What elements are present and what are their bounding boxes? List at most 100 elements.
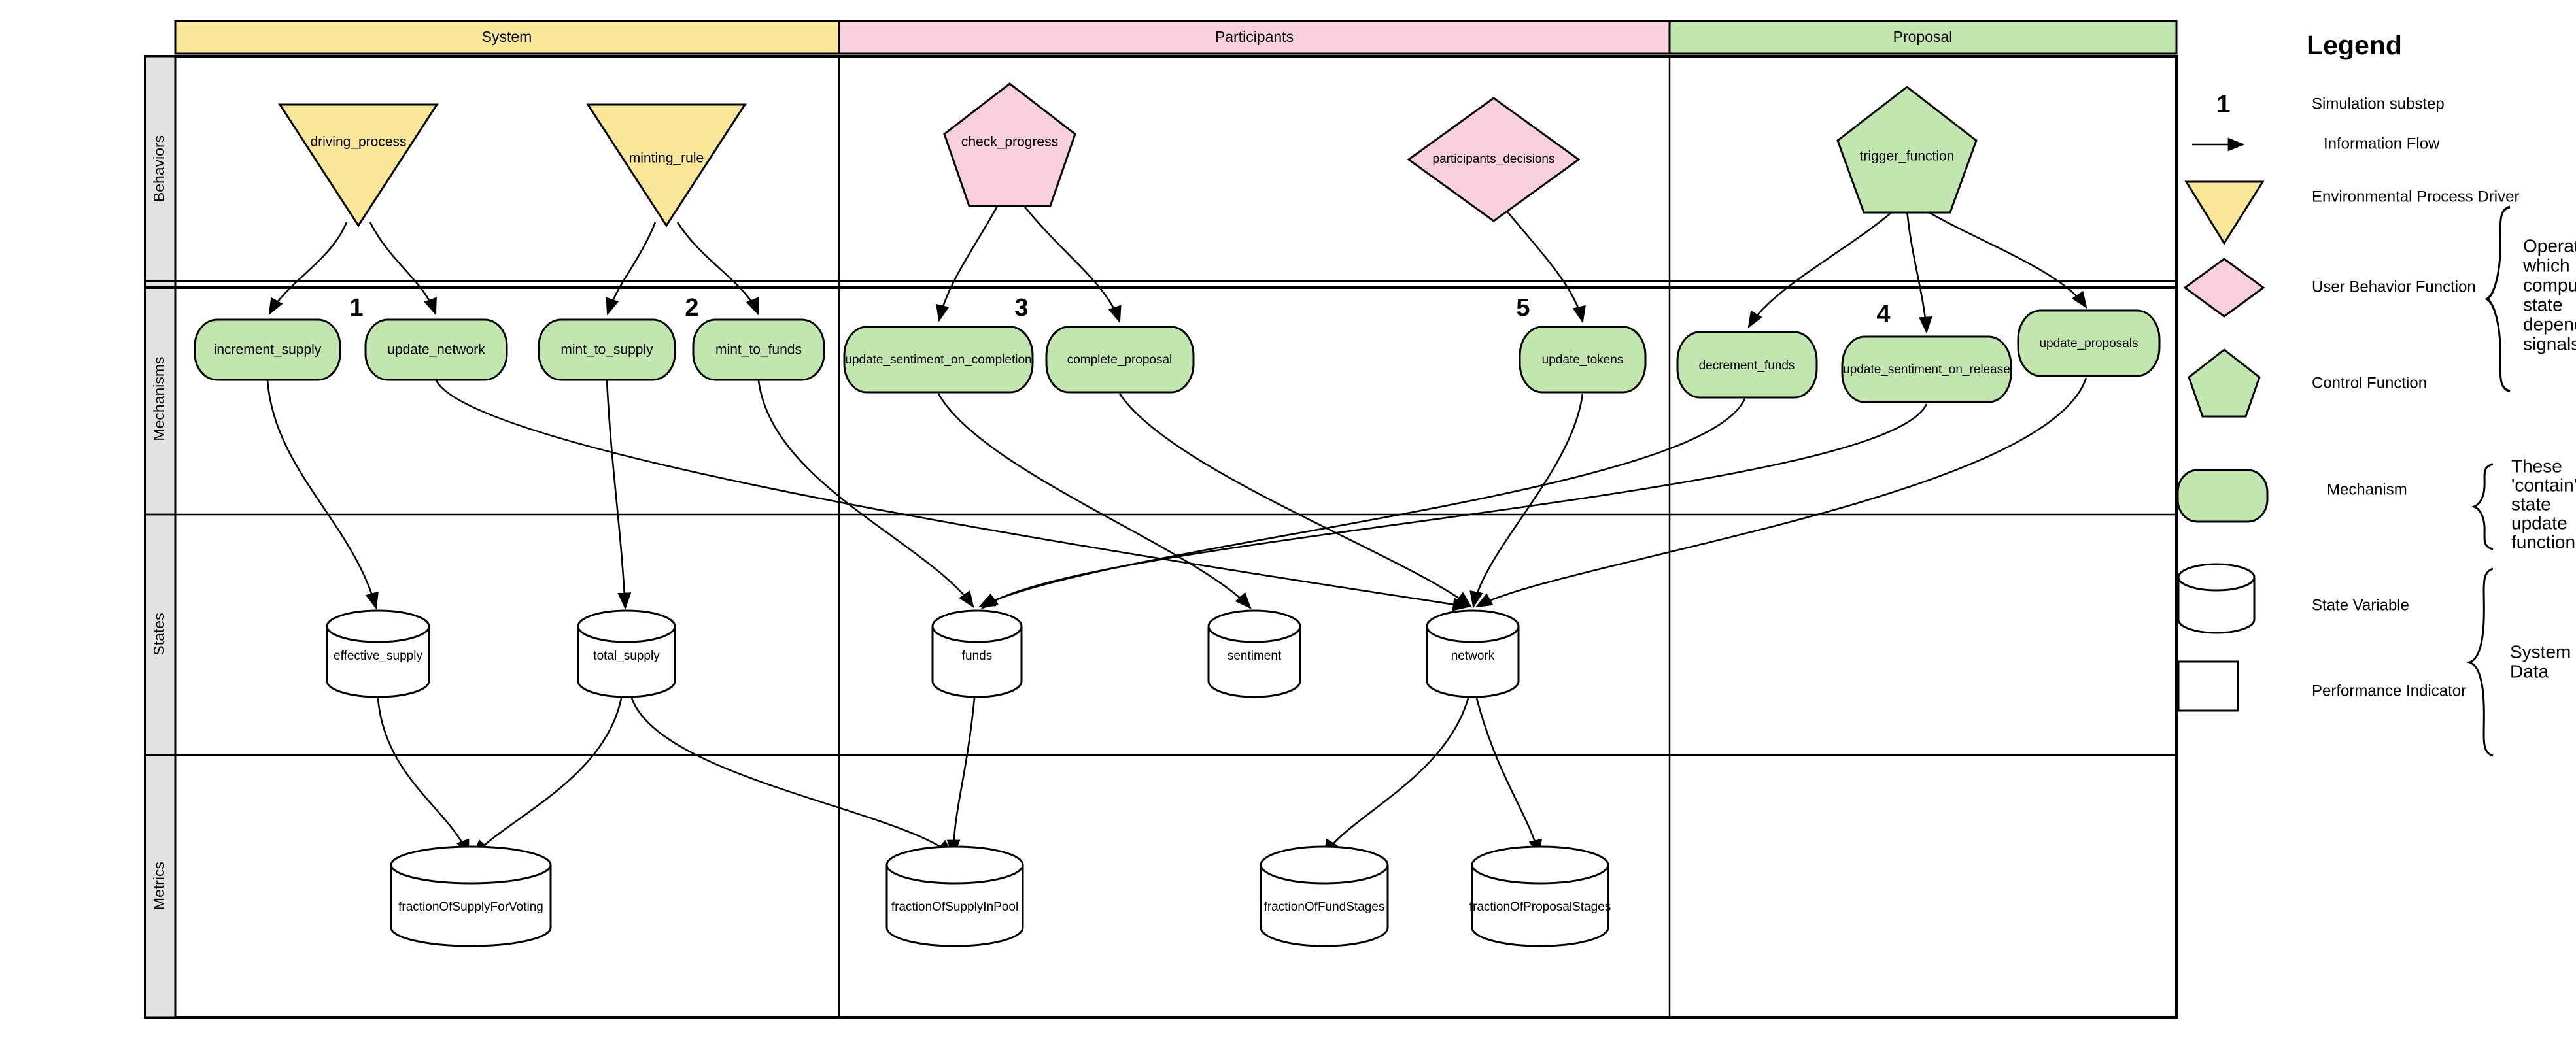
metric-nodes: fractionOfSupplyForVoting fractionOfSupp…: [390, 845, 1611, 947]
edge-trigger_function-update_sentiment_on_release: [1906, 209, 1932, 334]
node-update_sentiment_on_completion[interactable]: update_sentiment_on_completion: [843, 326, 1034, 394]
cylinder-icon: [390, 845, 552, 947]
node-check_progress[interactable]: check_progress: [943, 82, 1076, 207]
legend-label-control-function: Control Function: [2312, 374, 2427, 392]
legend-note-operators-line-5: signals: [2523, 333, 2576, 354]
legend: Legend 1 Simulation substep Information …: [2176, 30, 2576, 757]
node-fractionOfFundStages[interactable]: fractionOfFundStages: [1260, 845, 1389, 947]
node-fractionOfSupplyInPool[interactable]: fractionOfSupplyInPool: [885, 845, 1024, 947]
node-update_proposals[interactable]: update_proposals: [2017, 309, 2161, 377]
swimlane-headers: System Participants Proposal: [174, 20, 2178, 55]
cylinder-top-ellipse: [1471, 864, 1609, 885]
node-network[interactable]: network: [1426, 609, 1520, 698]
node-check_progress-label: check_progress: [961, 135, 1058, 150]
node-driving_process[interactable]: driving_process: [278, 103, 439, 228]
edges-states-to-metrics: [377, 698, 1543, 857]
node-fractionOfSupplyInPool-label: fractionOfSupplyInPool: [891, 900, 1018, 914]
substep-1: 1: [349, 294, 363, 322]
node-fractionOfProposalStages-label: fractionOfProposalStages: [1469, 900, 1611, 914]
substep-numbers: 1 2 3 4 5: [349, 294, 1890, 328]
legend-note-system-data-line-0: System: [2510, 641, 2571, 662]
edge-update_proposals-network: [1475, 377, 2087, 608]
node-update_network[interactable]: update_network: [364, 318, 508, 381]
swimlane-header-system-label: System: [482, 28, 532, 45]
node-trigger_function-label: trigger_function: [1860, 149, 1955, 164]
edge-check_progress-update_sentiment_on_completion: [936, 202, 1001, 322]
behavior-nodes: driving_process minting_rule check_progr…: [278, 82, 1978, 228]
substep-3: 3: [1014, 294, 1028, 322]
legend-label-state-variable: State Variable: [2312, 596, 2409, 614]
edge-driving_process-increment_supply: [268, 222, 348, 316]
edge-complete_proposal-network: [1118, 393, 1473, 608]
edge-network-fractionOfFundStages: [1323, 698, 1469, 857]
edge-trigger_function-update_proposals: [1921, 207, 2087, 309]
edge-mint_to_supply-total_supply: [606, 380, 632, 610]
cylinder-top-ellipse: [390, 864, 552, 885]
edge-increment_supply-effective_supply: [266, 380, 379, 610]
node-update_tokens[interactable]: update_tokens: [1519, 326, 1647, 394]
cylinder-top-ellipse: [577, 626, 676, 643]
edge-total_supply-fractionOfSupplyInPool: [630, 698, 953, 856]
legend-title: Legend: [2307, 30, 2402, 60]
row-label-states: States: [150, 613, 167, 655]
node-decrement_funds[interactable]: decrement_funds: [1676, 331, 1818, 399]
node-minting_rule-label: minting_rule: [629, 151, 704, 166]
node-increment_supply[interactable]: increment_supply: [194, 318, 341, 381]
node-update_proposals-label: update_proposals: [2039, 337, 2138, 350]
legend-note-operators: Operators which computes state dependent…: [2522, 235, 2576, 354]
legend-label-mechanism: Mechanism: [2327, 481, 2407, 498]
node-mint_to_funds-label: mint_to_funds: [715, 343, 802, 358]
cylinder-icon: [931, 609, 1023, 698]
legend-note-mechanism: These 'contain' state update functions: [2511, 456, 2576, 552]
node-mint_to_supply-label: mint_to_supply: [560, 343, 653, 358]
cylinder-icon: [885, 845, 1024, 947]
legend-note-system-data: System Data: [2510, 641, 2571, 681]
node-mint_to_supply[interactable]: mint_to_supply: [538, 318, 676, 381]
triangle-down-icon: [586, 103, 747, 228]
node-driving_process-label: driving_process: [310, 135, 406, 150]
brace-operators: [2484, 205, 2511, 393]
node-minting_rule[interactable]: minting_rule: [586, 103, 747, 228]
legend-note-mechanism-line-1: 'contain': [2511, 475, 2576, 495]
legend-note-operators-line-2: computes: [2523, 275, 2576, 295]
cylinder-top-ellipse: [1207, 626, 1301, 643]
node-trigger_function[interactable]: trigger_function: [1836, 86, 1978, 214]
brace-mechanism: [2471, 463, 2494, 550]
node-update_sentiment_on_release[interactable]: update_sentiment_on_release: [1841, 335, 2012, 403]
pentagon-icon: [1836, 86, 1978, 214]
node-total_supply[interactable]: total_supply: [577, 609, 676, 698]
node-total_supply-label: total_supply: [593, 649, 660, 663]
node-participants_decisions[interactable]: participants_decisions: [1407, 97, 1581, 222]
node-funds[interactable]: funds: [931, 609, 1023, 698]
cylinder-icon: [1260, 845, 1389, 947]
node-mint_to_funds[interactable]: mint_to_funds: [692, 318, 825, 381]
node-update_tokens-label: update_tokens: [1542, 353, 1624, 367]
edges-mechanisms-to-states: [266, 377, 2087, 611]
diamond-icon: [2183, 258, 2265, 318]
row-labels: Behaviors Mechanisms States Metrics: [150, 135, 167, 910]
node-fractionOfProposalStages[interactable]: fractionOfProposalStages: [1469, 845, 1611, 947]
cylinder-top-ellipse: [1426, 626, 1520, 643]
edge-network-fractionOfProposalStages: [1475, 698, 1543, 857]
node-effective_supply[interactable]: effective_supply: [326, 609, 430, 698]
legend-note-operators-line-4: dependent: [2523, 314, 2576, 334]
node-complete_proposal[interactable]: complete_proposal: [1045, 326, 1195, 394]
edge-minting_rule-mint_to_funds: [676, 222, 759, 316]
rounded-rect-icon: [2176, 469, 2269, 523]
node-fractionOfSupplyForVoting[interactable]: fractionOfSupplyForVoting: [390, 845, 552, 947]
rounded-rect-icon: [538, 318, 676, 381]
square-icon: [2177, 660, 2239, 712]
edge-funds-fractionOfSupplyInPool: [946, 698, 976, 857]
edges-behaviors-to-mechanisms: [268, 202, 2087, 334]
node-decrement_funds-label: decrement_funds: [1699, 359, 1795, 373]
row-label-mechanisms: Mechanisms: [150, 356, 167, 441]
edge-update_sentiment_on_completion-sentiment: [937, 393, 1252, 609]
legend-note-mechanism-line-0: These: [2511, 456, 2562, 476]
rounded-rect-icon: [1519, 326, 1647, 394]
legend-label-simulation-substep: Simulation substep: [2312, 95, 2445, 112]
cylinder-icon: [577, 609, 676, 698]
cylinder-icon: [1207, 609, 1301, 698]
edge-check_progress-complete_proposal: [1020, 202, 1122, 324]
node-sentiment[interactable]: sentiment: [1207, 609, 1301, 698]
